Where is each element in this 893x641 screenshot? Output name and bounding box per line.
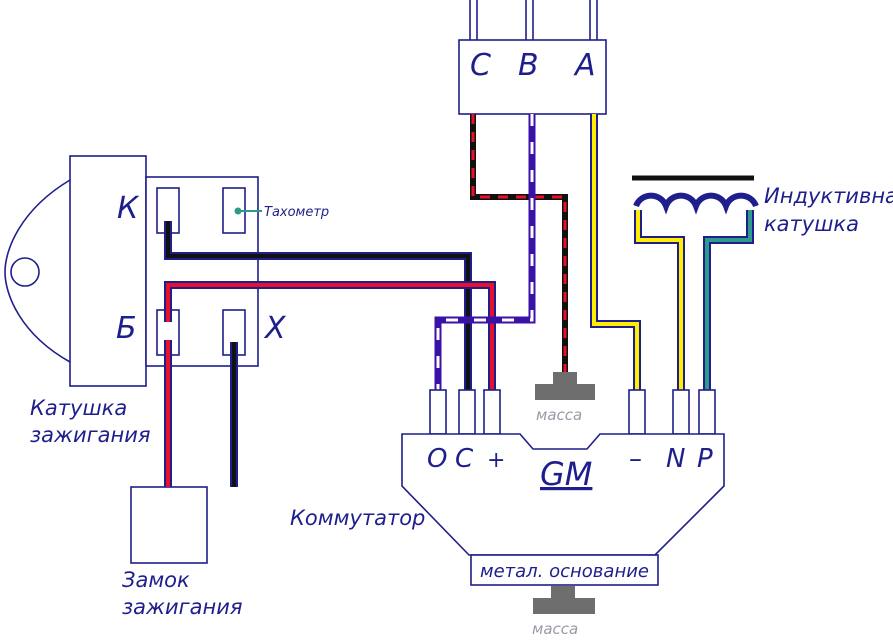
top-connector: C B A — [458, 0, 607, 115]
ignition-lock-line1: Замок — [122, 568, 190, 592]
ignition-coil: К Б Х Тахометр Катушка зажигания — [4, 155, 329, 447]
commutator-pin-plus-label: + — [487, 448, 505, 473]
coil-caption-line2: зажигания — [30, 423, 151, 447]
commutator-pin-c-label: С — [455, 444, 474, 474]
commutator-pin-n — [672, 389, 690, 435]
ground-bottom-plate — [533, 598, 595, 614]
wire-connector-a-commutator-minus — [590, 114, 641, 390]
ground-top-plate — [535, 384, 595, 400]
commutator-pin-minus — [628, 389, 646, 435]
terminal-b-label: Б — [116, 311, 137, 346]
wires — [164, 114, 754, 487]
connector-pin-a-label: A — [573, 48, 596, 83]
ignition-lock-line2: зажигания — [122, 595, 243, 619]
tacho-label: Тахометр — [264, 205, 329, 220]
ignition-lock: Замок зажигания — [122, 486, 243, 619]
wire-connector-c-ground — [470, 114, 568, 372]
ignition-lock-box — [130, 486, 208, 564]
ground-top-label: масса — [536, 406, 582, 424]
commutator-pin-p-label: P — [697, 444, 713, 474]
commutator-pin-c — [458, 389, 476, 435]
commutator-base — [470, 554, 659, 586]
ground-bottom-stem — [551, 586, 575, 600]
inductive-label-line2: катушка — [764, 212, 859, 236]
coil-caption-line1: Катушка — [30, 396, 127, 420]
ground-top-stem — [553, 372, 577, 386]
commutator-base-label: метал. основание — [480, 561, 649, 582]
coil-body — [69, 155, 147, 387]
commutator-name: Коммутатор — [290, 506, 425, 530]
commutator-brand: GM — [540, 455, 592, 493]
inductive-winding — [633, 192, 759, 215]
wire-inductive-p — [703, 210, 754, 390]
commutator-pin-p — [698, 389, 716, 435]
ground-bottom-label: масса — [532, 620, 578, 638]
inductive-label-line1: Индуктивная — [764, 184, 893, 208]
commutator-pin-n-label: N — [666, 444, 685, 474]
terminal-k-label: К — [117, 191, 140, 226]
commutator-pin-o-label: О — [427, 444, 447, 474]
wire-inductive-n — [634, 210, 685, 390]
commutator: масса О С + GM – N P Коммутатор метал. о… — [290, 372, 725, 638]
connector-pin-c-label: C — [470, 48, 491, 83]
commutator-pin-o — [429, 389, 447, 435]
terminal-x-label: Х — [263, 311, 287, 346]
inductive-coil: Индуктивная катушка — [632, 175, 893, 236]
tacho-dot — [234, 207, 242, 215]
commutator-body — [401, 433, 725, 556]
commutator-pin-plus — [483, 389, 501, 435]
connector-pin-b-label: B — [518, 48, 539, 83]
coil-mount-hole — [10, 257, 40, 287]
commutator-pin-minus-label: – — [629, 444, 642, 474]
